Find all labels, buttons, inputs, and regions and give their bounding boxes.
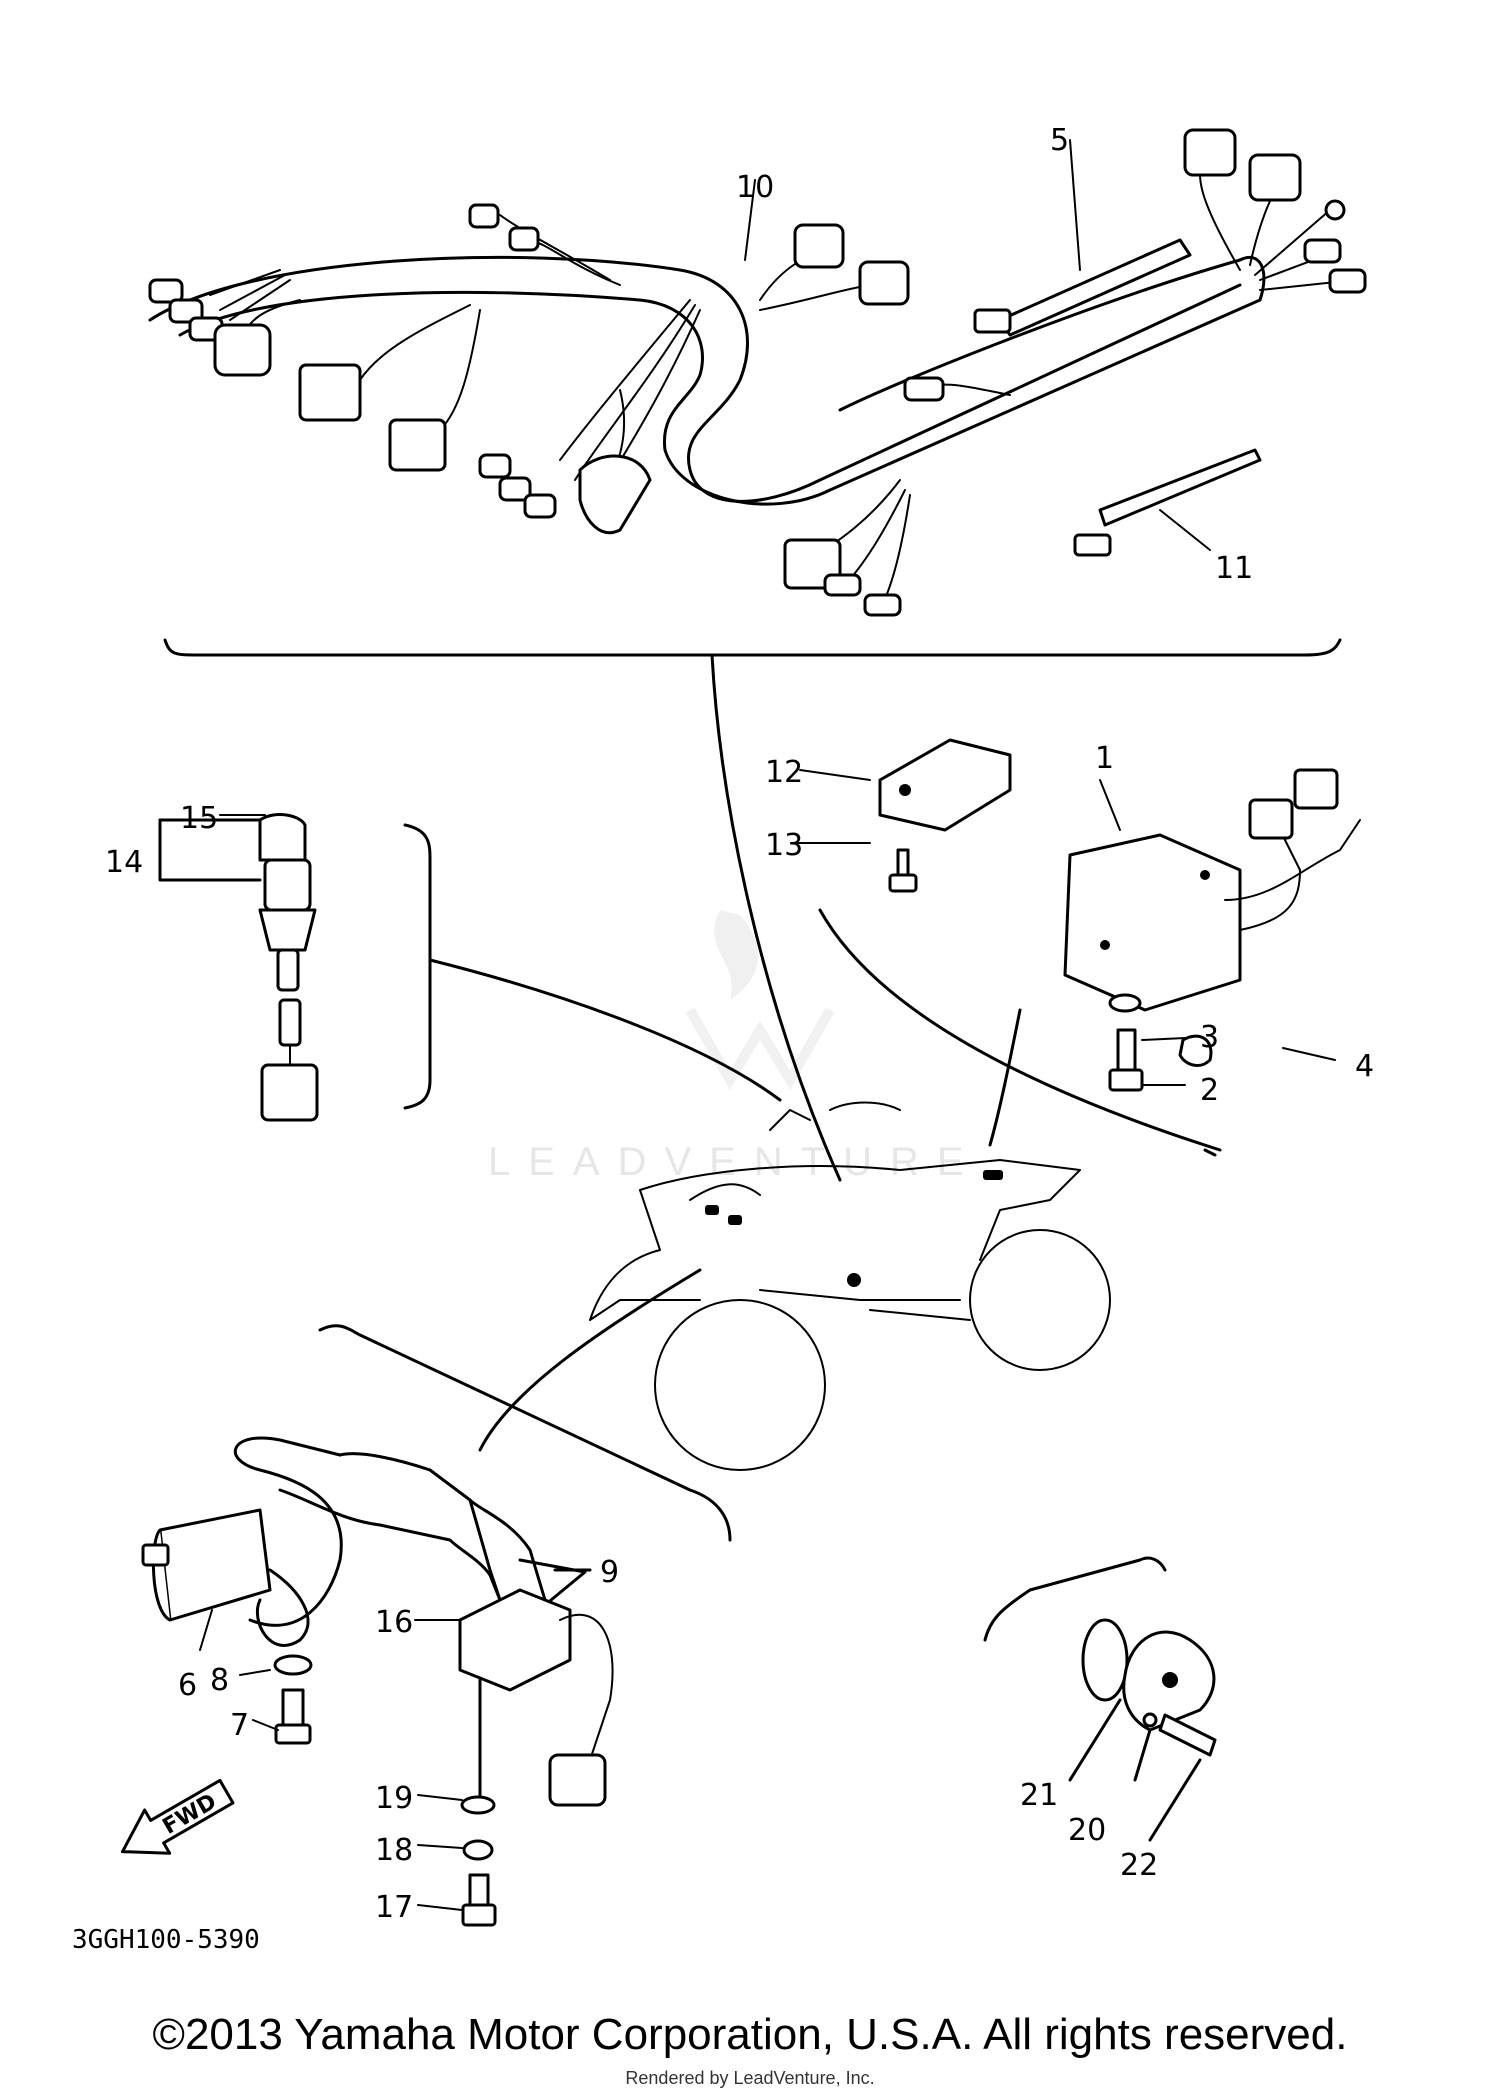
callout-21: 21 xyxy=(1020,1778,1058,1813)
callout-9: 9 xyxy=(600,1555,619,1590)
main-switch-group xyxy=(158,813,782,1122)
callout-labels: 1 2 3 4 5 6 7 8 9 10 11 12 13 14 15 16 1… xyxy=(105,123,1374,1925)
callout-7: 7 xyxy=(230,1708,249,1743)
connector-icon xyxy=(1248,153,1302,202)
leader-lines xyxy=(199,139,1336,1911)
neutral-switch-group xyxy=(983,1556,1217,1842)
copyright-text: ©2013 Yamaha Motor Corporation, U.S.A. A… xyxy=(152,2010,1348,2059)
callout-17: 17 xyxy=(375,1890,413,1925)
callout-16: 16 xyxy=(375,1605,413,1640)
leadventure-logo-icon xyxy=(685,910,835,1090)
ignition-coil-group xyxy=(141,1268,732,1745)
callout-8: 8 xyxy=(210,1663,229,1698)
callout-22: 22 xyxy=(1120,1848,1158,1883)
regulator-group xyxy=(818,738,1361,1157)
callout-10: 10 xyxy=(736,170,774,205)
callout-13: 13 xyxy=(765,828,803,863)
callout-4: 4 xyxy=(1355,1049,1374,1084)
wire-harness-group xyxy=(148,128,1367,1182)
watermark-text: LEADVENTURE xyxy=(488,1140,982,1184)
callout-18: 18 xyxy=(375,1833,413,1868)
callout-19: 19 xyxy=(375,1781,413,1816)
callout-12: 12 xyxy=(765,755,803,790)
callout-5: 5 xyxy=(1050,123,1069,158)
callout-20: 20 xyxy=(1068,1813,1106,1848)
cdi-unit-group xyxy=(458,1588,614,1927)
connector-icon xyxy=(1183,128,1237,177)
rendered-by-text: Rendered by LeadVenture, Inc. xyxy=(625,2068,875,2088)
callout-6: 6 xyxy=(178,1668,197,1703)
callout-1: 1 xyxy=(1095,741,1114,776)
callout-15: 15 xyxy=(180,801,218,836)
callout-2: 2 xyxy=(1200,1073,1219,1108)
callout-11: 11 xyxy=(1215,551,1253,586)
forward-arrow-icon: FWD xyxy=(121,1778,235,1855)
atv-outline xyxy=(589,1101,1111,1471)
callout-3: 3 xyxy=(1200,1020,1219,1055)
callout-14: 14 xyxy=(105,845,143,880)
diagram-code: 3GGH100-5390 xyxy=(72,1925,260,1955)
